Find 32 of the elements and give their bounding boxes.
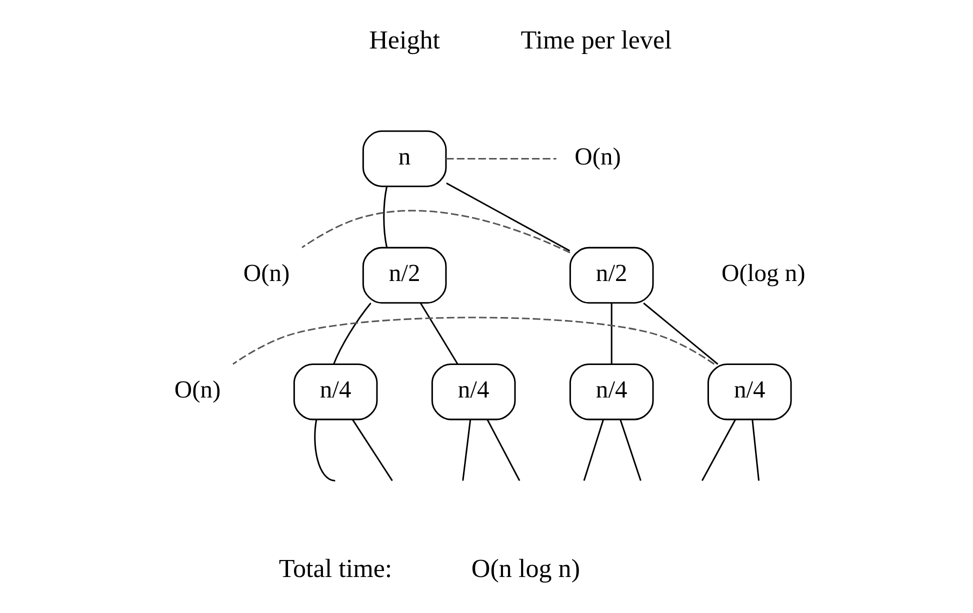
connector (419, 302, 458, 365)
connector (332, 302, 371, 364)
connector (446, 182, 570, 252)
connector (486, 419, 520, 482)
node-box: n/2 (362, 246, 446, 304)
connector (446, 158, 556, 160)
label: Total time: (278, 554, 392, 584)
node-text: O(n) (242, 260, 290, 288)
connector (751, 420, 760, 481)
connector (462, 420, 471, 481)
label: Height (368, 25, 440, 54)
node-box: n/4 (568, 363, 654, 420)
connector (351, 419, 392, 482)
label: O(log n) (721, 260, 805, 288)
connector (700, 419, 736, 482)
connector (301, 210, 570, 254)
connector (582, 419, 604, 481)
connector (619, 419, 641, 481)
node-box: n/4 (292, 363, 378, 420)
node-box: n/4 (430, 363, 516, 420)
node-box: n/4 (706, 363, 792, 420)
node-box: n (362, 130, 446, 188)
connector (610, 303, 612, 364)
connector (314, 419, 335, 482)
node-text: O(n) (174, 376, 220, 404)
node-box: n/2 (568, 246, 654, 304)
label: Time per level (520, 25, 672, 54)
connector (382, 186, 388, 248)
node-text: O(n) (574, 144, 620, 171)
connector (232, 316, 714, 365)
connector (642, 302, 718, 365)
label: O(n log n) (470, 554, 580, 584)
